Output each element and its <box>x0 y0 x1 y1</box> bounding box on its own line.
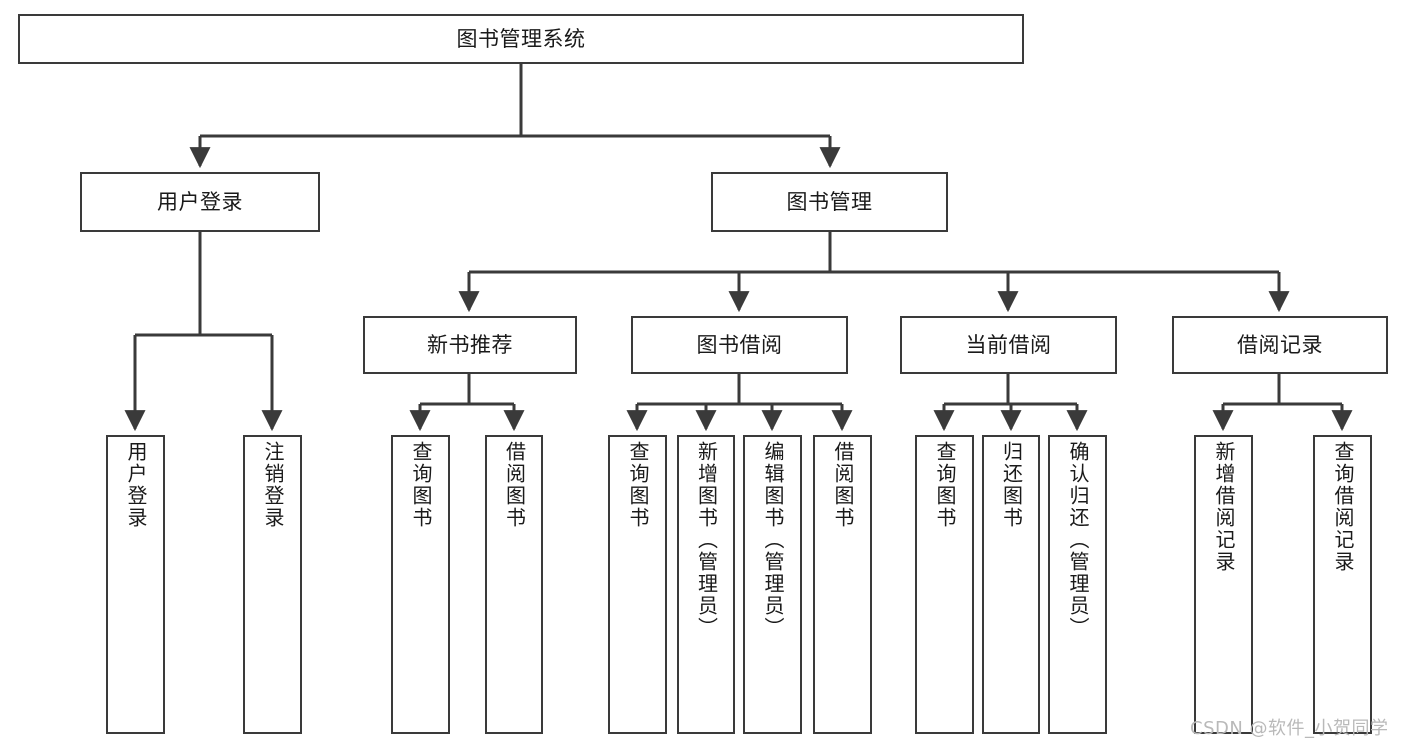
node-leaf-user-logout[interactable]: 注销登录 <box>243 435 302 734</box>
node-leaf-query-book-1-label: 查询图书 <box>409 441 433 529</box>
node-leaf-query-book-3[interactable]: 查询图书 <box>915 435 974 734</box>
node-new-book-rec-label: 新书推荐 <box>427 332 513 357</box>
node-user-login[interactable]: 用户登录 <box>80 172 320 232</box>
node-leaf-user-login[interactable]: 用户登录 <box>106 435 165 734</box>
node-leaf-return-book[interactable]: 归还图书 <box>982 435 1040 734</box>
node-book-manage-label: 图书管理 <box>786 189 873 214</box>
node-root-label: 图书管理系统 <box>456 26 586 51</box>
node-leaf-confirm-return-label: 确认归还（管理员） <box>1066 441 1090 639</box>
node-leaf-edit-book[interactable]: 编辑图书（管理员） <box>743 435 802 734</box>
node-leaf-query-book-1[interactable]: 查询图书 <box>391 435 450 734</box>
node-leaf-add-book[interactable]: 新增图书（管理员） <box>677 435 735 734</box>
node-user-login-label: 用户登录 <box>157 189 243 214</box>
node-leaf-query-book-2[interactable]: 查询图书 <box>608 435 667 734</box>
node-current-borrow-label: 当前借阅 <box>965 332 1052 357</box>
node-leaf-add-record[interactable]: 新增借阅记录 <box>1194 435 1253 734</box>
node-leaf-borrow-book-1-label: 借阅图书 <box>502 441 527 529</box>
node-leaf-query-record-label: 查询借阅记录 <box>1331 441 1355 573</box>
node-leaf-query-record[interactable]: 查询借阅记录 <box>1313 435 1372 734</box>
node-book-borrow[interactable]: 图书借阅 <box>631 316 848 374</box>
node-leaf-edit-book-label: 编辑图书（管理员） <box>761 441 785 639</box>
node-leaf-user-logout-label: 注销登录 <box>261 441 285 529</box>
node-borrow-record-label: 借阅记录 <box>1237 332 1323 357</box>
node-book-borrow-label: 图书借阅 <box>696 332 783 357</box>
node-leaf-return-book-label: 归还图书 <box>999 441 1024 529</box>
node-leaf-borrow-book-1[interactable]: 借阅图书 <box>485 435 543 734</box>
node-leaf-borrow-book-2[interactable]: 借阅图书 <box>813 435 872 734</box>
node-leaf-query-book-3-label: 查询图书 <box>933 441 957 529</box>
node-leaf-user-login-label: 用户登录 <box>124 441 148 529</box>
node-current-borrow[interactable]: 当前借阅 <box>900 316 1117 374</box>
node-book-manage[interactable]: 图书管理 <box>711 172 948 232</box>
node-leaf-query-book-2-label: 查询图书 <box>626 441 650 529</box>
node-leaf-add-book-label: 新增图书（管理员） <box>694 441 719 639</box>
node-leaf-add-record-label: 新增借阅记录 <box>1212 441 1236 573</box>
node-root[interactable]: 图书管理系统 <box>18 14 1024 64</box>
node-leaf-confirm-return[interactable]: 确认归还（管理员） <box>1048 435 1107 734</box>
node-leaf-borrow-book-2-label: 借阅图书 <box>831 441 855 529</box>
node-borrow-record[interactable]: 借阅记录 <box>1172 316 1388 374</box>
watermark: CSDN @软件_小贺同学 <box>1190 718 1389 739</box>
node-new-book-rec[interactable]: 新书推荐 <box>363 316 577 374</box>
